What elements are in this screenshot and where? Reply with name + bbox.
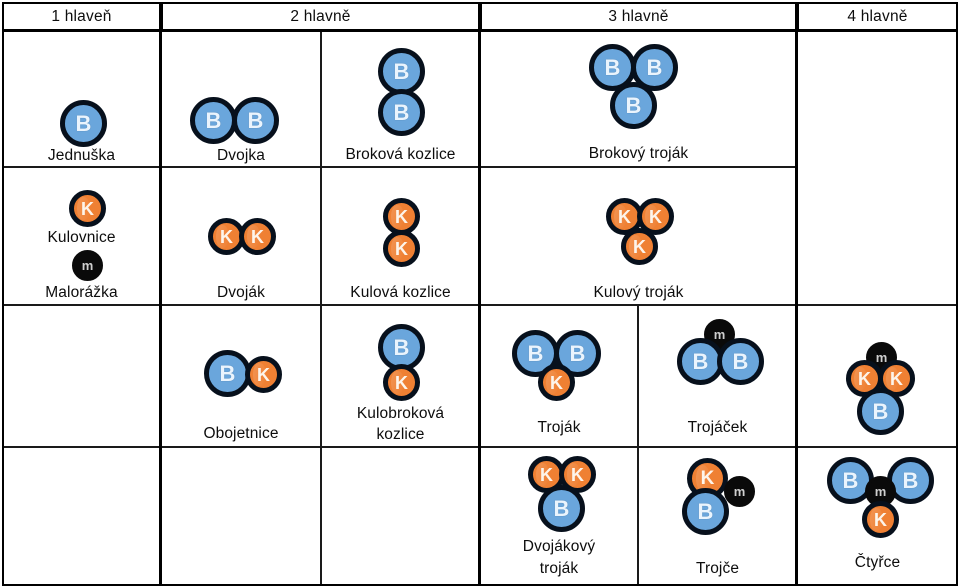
token-shotgun-barrel: B — [857, 388, 904, 435]
cell-dvojak: K K Dvoják — [161, 167, 321, 305]
label-kulobrokova-kozlice-line1: Kulobroková — [356, 405, 445, 422]
cell-dvojakovy-trojak: K K B Dvojákový troják — [480, 447, 638, 586]
token-shotgun-barrel: B — [60, 100, 107, 147]
label-trojacek: Trojáček — [687, 419, 748, 436]
label-trojak: Troják — [537, 419, 581, 436]
cell-kulovnice-malorazka: K Kulovnice m Malorážka — [2, 167, 161, 305]
cell-col2b-row4-empty — [321, 447, 480, 586]
label-brokovy-trojak: Brokový troják — [588, 145, 689, 162]
cell-kulova-kozlice: K K Kulová kozlice — [321, 167, 480, 305]
label-kulova-kozlice: Kulová kozlice — [350, 284, 451, 301]
token-rifle-barrel: K — [383, 364, 420, 401]
figure-jednuska: B — [3, 32, 162, 147]
label-trojce: Trojče — [695, 560, 740, 577]
cell-obojetnice: B K Obojetnice — [161, 305, 321, 447]
token-rifle-barrel: K — [637, 198, 674, 235]
cell-jednuska: B Jednuška — [2, 31, 161, 167]
token-rifle-barrel: K — [862, 501, 899, 538]
cell-brokovy-trojak: B B B Brokový troják — [480, 31, 797, 167]
cell-col1-row4-empty — [2, 447, 161, 586]
column-separator-1 — [159, 2, 162, 586]
token-rifle-barrel: K — [239, 218, 276, 255]
label-malorazka: Malorážka — [45, 284, 118, 301]
column-separator-3 — [795, 2, 798, 586]
label-kulovy-trojak: Kulový troják — [593, 284, 684, 301]
header-label: 3 hlavně — [608, 7, 669, 25]
token-shotgun-barrel: B — [378, 89, 425, 136]
token-rifle-barrel: K — [69, 190, 106, 227]
cell-ctyrce-upper: m K K B — [797, 305, 958, 447]
token-shotgun-barrel: B — [717, 338, 764, 385]
label-brokova-kozlice: Broková kozlice — [345, 146, 456, 163]
label-dvojak: Dvoják — [217, 284, 265, 301]
cell-kulovy-trojak: K K K Kulový troják — [480, 167, 797, 305]
cell-dvojka: B B Dvojka — [161, 31, 321, 167]
token-shotgun-barrel: B — [378, 48, 425, 95]
token-shotgun-barrel: B — [204, 350, 251, 397]
token-shotgun-barrel: B — [538, 485, 585, 532]
cell-brokova-kozlice: B B Broková kozlice — [321, 31, 480, 167]
header-label: 1 hlaveň — [51, 7, 112, 25]
header-cell-2-hlavne: 2 hlavně — [161, 2, 480, 31]
token-shotgun-barrel: B — [190, 97, 237, 144]
cell-kulobrokova-kozlice: B K Kulobroková kozlice — [321, 305, 480, 447]
label-dvojakovy-trojak-line2: troják — [539, 560, 579, 577]
token-shotgun-barrel: B — [610, 82, 657, 129]
header-label: 2 hlavně — [290, 7, 351, 25]
header-label: 4 hlavně — [847, 7, 908, 25]
label-kulobrokova-kozlice-line2: kozlice — [376, 426, 425, 443]
token-smallbore-barrel: m — [72, 250, 103, 281]
column-separator-2 — [478, 2, 481, 586]
token-rifle-barrel: K — [621, 228, 658, 265]
label-kulovnice: Kulovnice — [47, 229, 116, 246]
label-dvojakovy-trojak-line1: Dvojákový — [522, 538, 596, 555]
cell-col1-row3-empty — [2, 305, 161, 447]
cell-trojce: K m B Trojče — [638, 447, 797, 586]
cell-ctyrce: B B m K Čtyřce — [797, 447, 958, 586]
token-rifle-barrel: K — [208, 218, 245, 255]
cell-trojacek: m B B Trojáček — [638, 305, 797, 447]
cell-col4-rows12-empty — [797, 31, 958, 305]
cell-trojak: B B K Troják — [480, 305, 638, 447]
token-rifle-barrel: K — [538, 364, 575, 401]
label-jednuska: Jednuška — [47, 147, 116, 164]
label-obojetnice: Obojetnice — [203, 425, 279, 442]
token-rifle-barrel: K — [245, 356, 282, 393]
cell-col2a-row4-empty — [161, 447, 321, 586]
token-shotgun-barrel: B — [682, 488, 729, 535]
label-dvojka: Dvojka — [217, 147, 265, 164]
token-shotgun-barrel: B — [232, 97, 279, 144]
token-smallbore-barrel: m — [724, 476, 755, 507]
header-cell-3-hlavne: 3 hlavně — [480, 2, 797, 31]
label-ctyrce: Čtyřce — [854, 554, 901, 571]
token-rifle-barrel: K — [383, 230, 420, 267]
header-cell-4-hlavne: 4 hlavně — [797, 2, 958, 31]
header-cell-1-hlaven: 1 hlaveň — [2, 2, 161, 31]
